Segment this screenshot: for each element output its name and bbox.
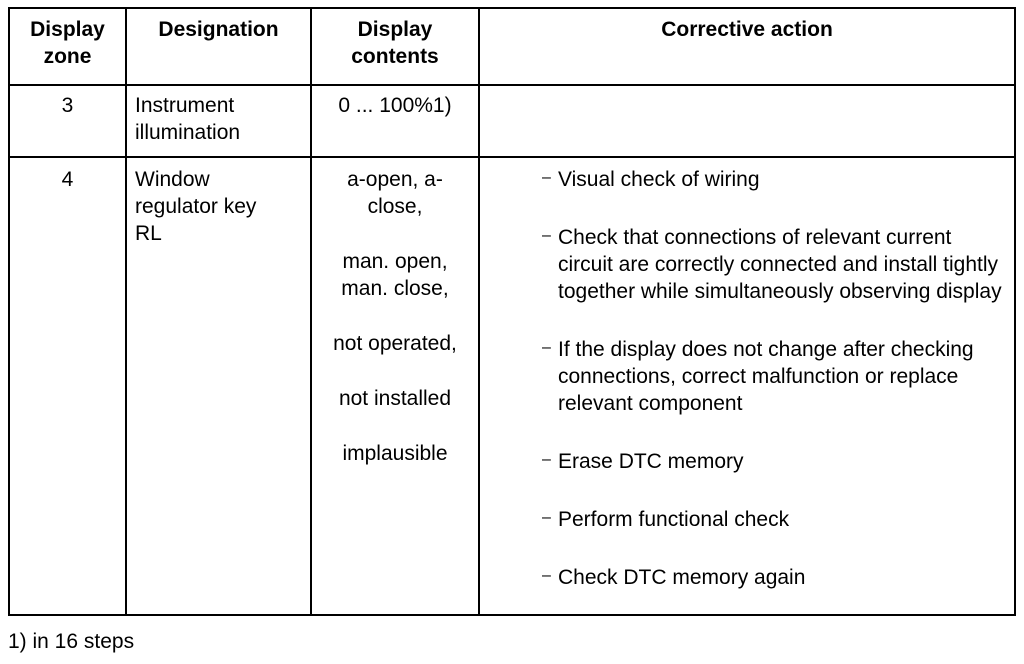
header-row: Display zone Designation Display content… [8, 7, 1016, 86]
header-display-contents: Display contents [310, 7, 480, 86]
table-row: 4 Window regulator key RL a-open, a-clos… [8, 156, 1016, 616]
table-row: 3 Instrument illumination 0 ... 100%1) [8, 84, 1016, 158]
action-text: Check that connections of relevant curre… [558, 226, 1002, 303]
action-item: – Visual check of wiring [542, 166, 1004, 193]
row-designation-cell: Instrument illumination [125, 84, 312, 158]
contents-item: not installed [338, 387, 452, 410]
action-text: Erase DTC memory [558, 450, 744, 473]
diagnostic-table: Display zone Designation Display content… [8, 7, 1016, 616]
row-contents-cell: 0 ... 100%1) [310, 84, 480, 158]
action-item: – If the display does not change after c… [542, 336, 1004, 417]
action-text: Perform functional check [558, 508, 790, 531]
row-zone-cell: 4 [8, 156, 127, 616]
row-designation-cell: Window regulator key RL [125, 156, 312, 616]
dash-bullet: – [542, 451, 551, 468]
dash-bullet: – [542, 567, 551, 584]
row-action-cell [478, 84, 1016, 158]
header-designation: Designation [125, 7, 312, 86]
contents-item: implausible [342, 442, 448, 465]
contents-item: a-open, a-close, [347, 168, 443, 218]
dash-bullet: – [542, 509, 551, 526]
row-contents-cell: a-open, a-close, man. open, man. close, … [310, 156, 480, 616]
footnote: 1) in 16 steps [8, 630, 135, 653]
header-display-zone: Display zone [8, 7, 127, 86]
row-action-cell: – Visual check of wiring – Check that co… [478, 156, 1016, 616]
row-zone-cell: 3 [8, 84, 127, 158]
action-text: Visual check of wiring [558, 168, 760, 191]
header-corrective-action: Corrective action [478, 7, 1016, 86]
action-item: – Check that connections of relevant cur… [542, 224, 1004, 305]
action-item: – Erase DTC memory [542, 448, 1004, 475]
action-text: If the display does not change after che… [558, 338, 974, 415]
designation-text: Instrument illumination [135, 94, 241, 144]
header-display-zone-label: Display zone [30, 18, 105, 68]
contents-item: not operated, [333, 332, 457, 355]
dash-bullet: – [542, 339, 551, 356]
dash-bullet: – [542, 169, 551, 186]
dash-bullet: – [542, 227, 551, 244]
designation-text: Window regulator key RL [135, 168, 257, 245]
contents-item: man. open, man. close, [341, 250, 449, 300]
action-item: – Perform functional check [542, 506, 1004, 533]
contents-item: 0 ... 100%1) [338, 94, 452, 117]
header-display-contents-label: Display contents [351, 18, 439, 68]
action-item: – Check DTC memory again [542, 564, 1004, 591]
action-text: Check DTC memory again [558, 566, 806, 589]
